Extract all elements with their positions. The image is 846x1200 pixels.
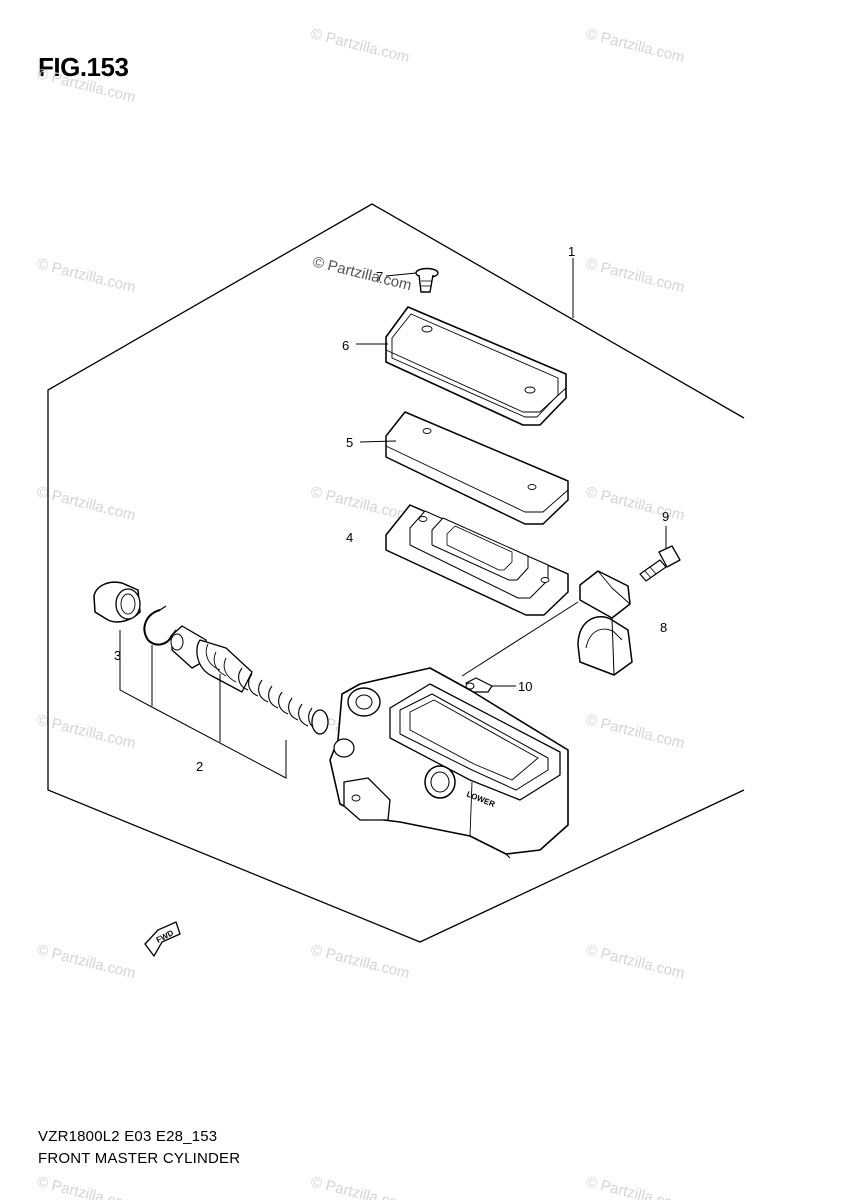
callout-labels: 1 2 3 4 5 6 7 8 9 10 [114, 244, 669, 774]
parts: LOWER [93, 267, 681, 859]
watermark-dark: © Partzilla.com [311, 253, 413, 294]
part-5-plate [385, 411, 569, 525]
watermark: © Partzilla.com [584, 711, 686, 752]
watermark: © Partzilla.com [35, 941, 137, 982]
callout-10: 10 [518, 679, 532, 694]
watermark: © Partzilla.com [584, 255, 686, 296]
part-4-diaphragm [385, 504, 569, 616]
part-3-boot [93, 581, 141, 623]
part-7-screw [415, 267, 439, 293]
figure-title: FIG.153 [38, 52, 129, 82]
callout-4: 4 [346, 530, 353, 545]
callout-7: 7 [376, 269, 383, 284]
callout-5: 5 [346, 435, 353, 450]
watermark: © Partzilla.com [309, 1173, 411, 1200]
leader-lines [119, 258, 667, 779]
part-6-cap [385, 306, 567, 426]
watermark: © Partzilla.com [35, 711, 137, 752]
watermark: © Partzilla.com [35, 483, 137, 524]
watermark: © Partzilla.com [35, 65, 137, 106]
part-10-screw [465, 677, 493, 693]
watermark: © Partzilla.com [309, 25, 411, 66]
watermark: © Partzilla.com [35, 255, 137, 296]
part-9-bolt [639, 545, 681, 582]
callout-6: 6 [342, 338, 349, 353]
master-cylinder-body: LOWER [329, 667, 569, 859]
watermark: © Partzilla.com [584, 941, 686, 982]
callout-2: 2 [196, 759, 203, 774]
assembly-frame [47, 203, 745, 943]
direction-arrow-icon: FWD [144, 921, 181, 958]
callout-9: 9 [662, 509, 669, 524]
watermark: © Partzilla.com [584, 25, 686, 66]
watermark: © Partzilla.com [584, 1173, 686, 1200]
part-2-piston-spring [170, 625, 329, 735]
watermark: © Partzilla.com [309, 941, 411, 982]
part-8-clamp [577, 570, 633, 676]
footer-model-code: VZR1800L2 E03 E28_153 [38, 1128, 218, 1145]
watermark: © Partzilla.com [35, 1173, 137, 1200]
footer-assembly-name: FRONT MASTER CYLINDER [38, 1150, 241, 1167]
watermark: © Partzilla.com [309, 483, 411, 524]
callout-1: 1 [568, 244, 575, 259]
watermark: © Partzilla.com [584, 483, 686, 524]
callout-3: 3 [114, 648, 121, 663]
callout-8: 8 [660, 620, 667, 635]
